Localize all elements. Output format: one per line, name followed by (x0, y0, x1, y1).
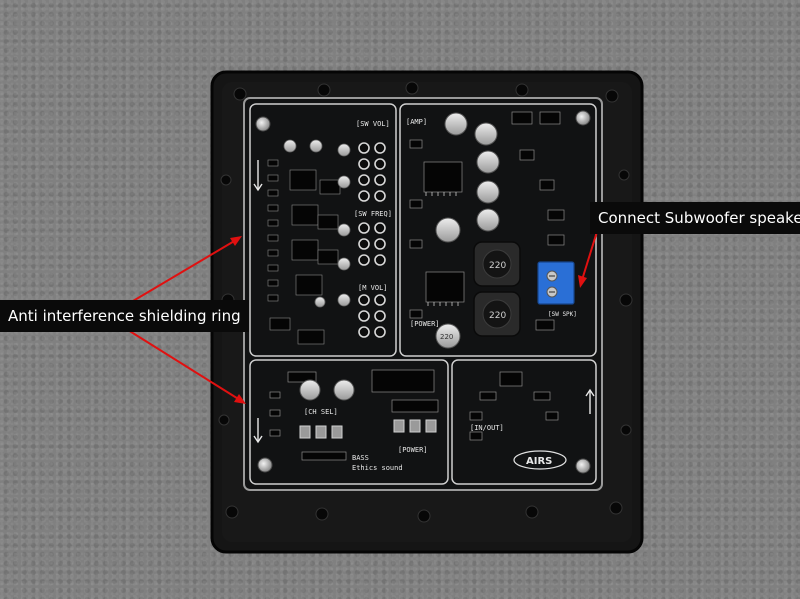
airs-logo-text: AIRS (526, 456, 552, 467)
pcb-board (243, 97, 603, 491)
label-m-vol: [M VOL] (358, 284, 388, 292)
callout-subwoofer-speaker: Connect Subwoofer speaker (590, 202, 800, 234)
inductors (473, 241, 521, 337)
speaker-terminal (537, 261, 575, 305)
label-sw-freq: [SW FREQ] (354, 210, 392, 218)
power-section-pads (299, 419, 437, 439)
label-sw-spk: [SW SPK] (548, 311, 577, 318)
bottom-right-direction-arrow (585, 388, 595, 414)
inductor-label-2: 220 (489, 311, 506, 321)
pot-pads (358, 142, 386, 338)
plate-holes (218, 81, 633, 523)
amp-capacitors (435, 112, 500, 349)
power-section-components (269, 369, 439, 461)
left-section-components (267, 159, 341, 345)
label-sw-vol: [SW VOL] (356, 120, 390, 128)
power-section-capacitors (299, 379, 355, 401)
cap-value-label: 220 (440, 333, 453, 341)
amp-section-components (409, 111, 565, 331)
label-power-top: [POWER] (410, 320, 440, 328)
corner-screws (255, 110, 591, 474)
label-in-out: [IN/OUT] (470, 424, 504, 432)
label-bass: BASS (352, 454, 369, 462)
label-ch-sel: [CH SEL] (304, 408, 338, 416)
label-power-bottom: [POWER] (398, 446, 428, 454)
io-section-components (469, 371, 559, 441)
airs-logo: AIRS (513, 450, 567, 470)
bottom-left-direction-arrow (253, 418, 263, 444)
left-direction-arrow (253, 160, 263, 192)
inductor-label-1: 220 (489, 261, 506, 271)
callout-shielding-ring: Anti interference shielding ring (0, 300, 249, 332)
label-amp: [AMP] (406, 118, 427, 126)
chip-pins (425, 192, 459, 306)
left-section-capacitors (283, 139, 351, 308)
label-ethics: Ethics sound (352, 464, 403, 472)
